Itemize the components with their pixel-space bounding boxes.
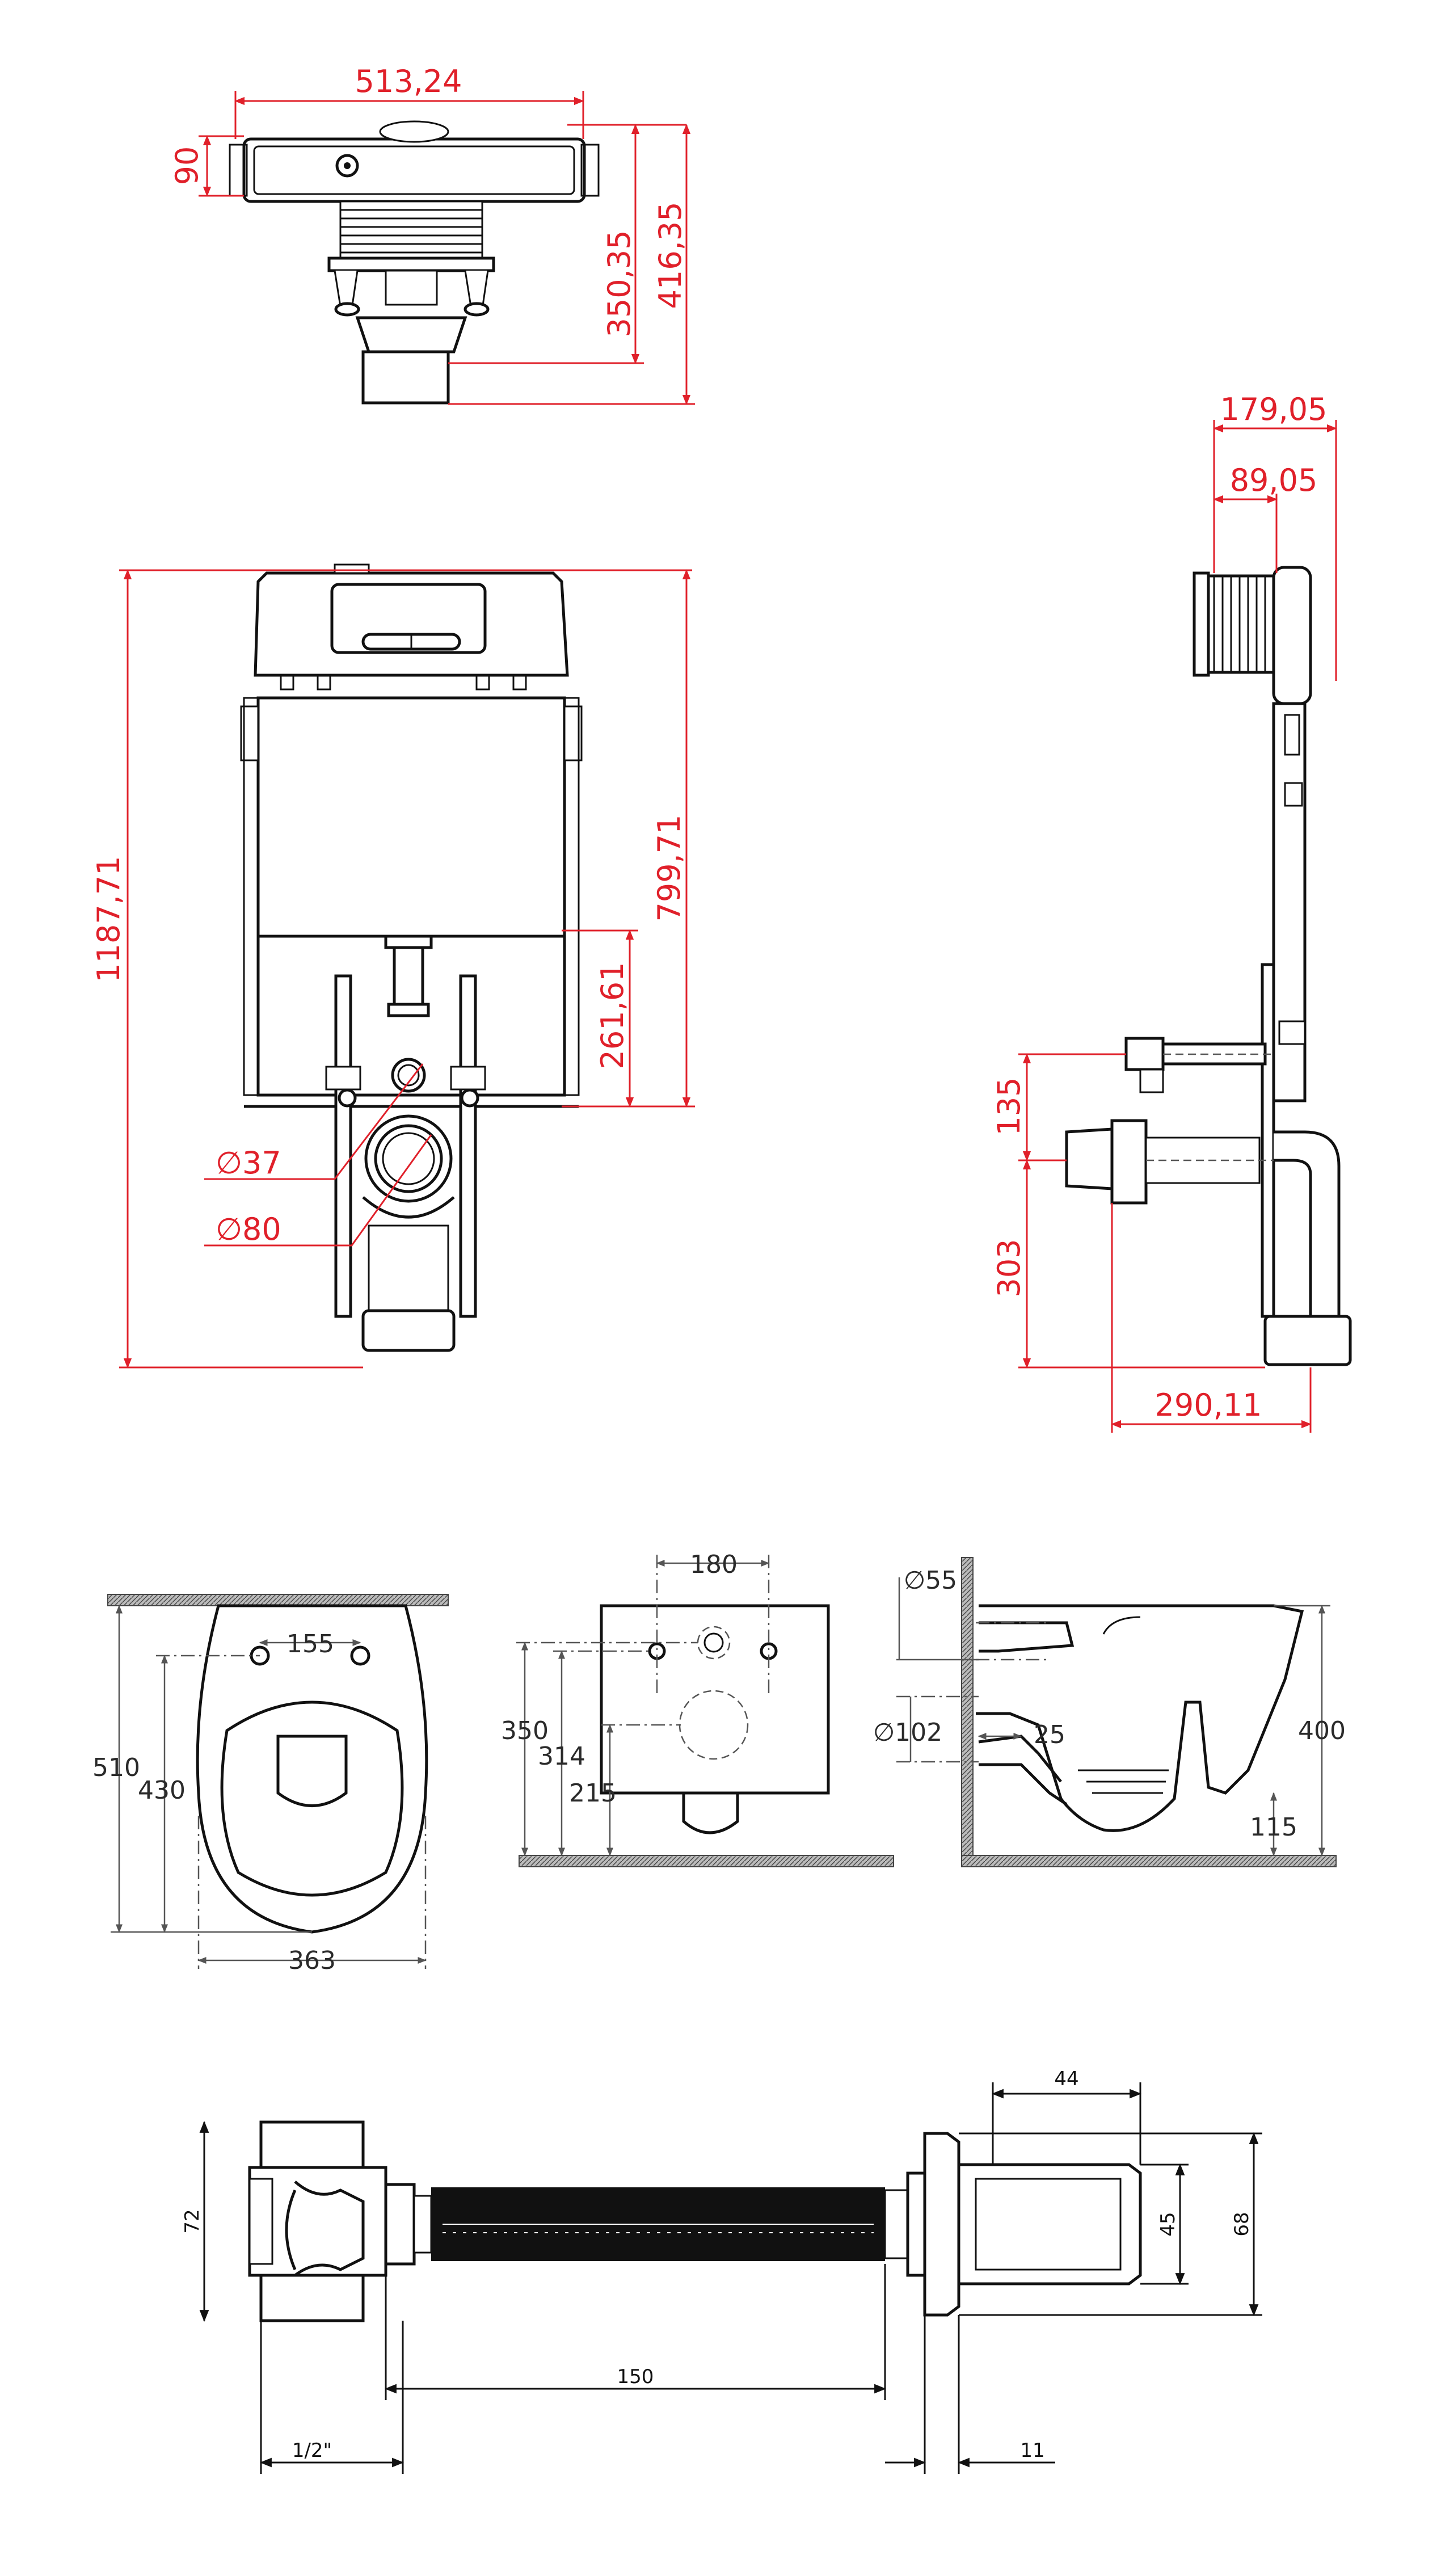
side-tank-head: [1272, 566, 1312, 705]
front-drain-outer: [364, 1114, 453, 1203]
hose-thread-label: 1/2": [292, 2439, 332, 2462]
front-tank-body: [256, 696, 566, 938]
top-view-tank: [242, 137, 586, 203]
bowl-back-view: 180 350 314 215: [501, 1550, 894, 1867]
bowl-back-bolt-height-label: 314: [538, 1742, 585, 1771]
hose-cap-width-label: 44: [1054, 2068, 1078, 2090]
side-total-depth-label: 179,05: [1220, 392, 1328, 427]
bowl-back-height-label: 350: [501, 1716, 549, 1745]
front-view: 1187,71 799,71 261,61 ∅37 ∅80: [91, 563, 695, 1369]
bowl-section-outlet-diameter-label: ∅102: [873, 1718, 942, 1747]
bowl-top-inner-length-label: 430: [138, 1776, 186, 1805]
bowl-top-length-label: 510: [92, 1753, 140, 1782]
hose-height-label: 72: [181, 2209, 204, 2233]
bowl-top-rim: [220, 1701, 404, 1897]
top-total-depth-label: 416,35: [652, 202, 688, 309]
top-pipe-depth-label: 350,35: [601, 230, 637, 338]
side-drain-cap: [1065, 1127, 1114, 1190]
front-height-label: 1187,71: [91, 856, 127, 982]
bowl-section-water-level-label: 115: [1250, 1813, 1297, 1842]
bowl-back-bolt-spacing-label: 180: [690, 1550, 738, 1579]
side-flush-offset-label: 135: [991, 1077, 1027, 1135]
front-tank-height-label: 799,71: [651, 815, 687, 922]
top-depth-label: 90: [169, 146, 205, 186]
front-drain-diameter-label: ∅80: [216, 1211, 281, 1247]
bowl-top-drain: [276, 1735, 348, 1807]
side-drain-height-label: 303: [991, 1239, 1027, 1297]
bowl-section-view: ∅55 ∅102 25 400 115: [873, 1557, 1346, 1867]
bowl-section-outline: [976, 1604, 1304, 1832]
hose-detail: 72 150 1/2" 44 45 68 11: [181, 2068, 1262, 2474]
top-width-label: 513,24: [355, 64, 462, 99]
bowl-section-inlet-diameter-label: ∅55: [904, 1566, 957, 1595]
hose-flange-thickness-label: 11: [1020, 2439, 1044, 2462]
bowl-top-outline: [196, 1604, 428, 1934]
side-view: 179,05 89,05 135 303 290,11: [991, 392, 1352, 1433]
bowl-section-height-label: 400: [1298, 1716, 1346, 1745]
hose-length-label: 150: [617, 2365, 654, 2388]
top-view: 513,24 90 350,35 416,35: [169, 64, 695, 405]
bowl-top-view: 155 510 430 363: [92, 1594, 449, 1975]
front-flush-diameter-label: ∅37: [216, 1145, 281, 1181]
bowl-back-drain-height-label: 215: [569, 1779, 617, 1808]
front-flush-pipe-outlet: [391, 1058, 426, 1093]
bowl-top-bolt-spacing-label: 155: [286, 1630, 334, 1659]
hose-flange: [923, 2132, 960, 2317]
hose-cap: [957, 2163, 1142, 2285]
front-flush-pipe-height-label: 261,61: [595, 962, 630, 1070]
hose-flange-height-label: 68: [1231, 2212, 1253, 2236]
hose-cap-height-label: 45: [1157, 2212, 1179, 2236]
bowl-top-width-label: 363: [288, 1946, 336, 1975]
side-drain-length-label: 290,11: [1155, 1387, 1262, 1423]
side-frame-depth-label: 89,05: [1230, 462, 1318, 498]
bowl-section-outlet-offset-label: 25: [1034, 1720, 1065, 1749]
side-drain-elbow: [1274, 1130, 1341, 1324]
